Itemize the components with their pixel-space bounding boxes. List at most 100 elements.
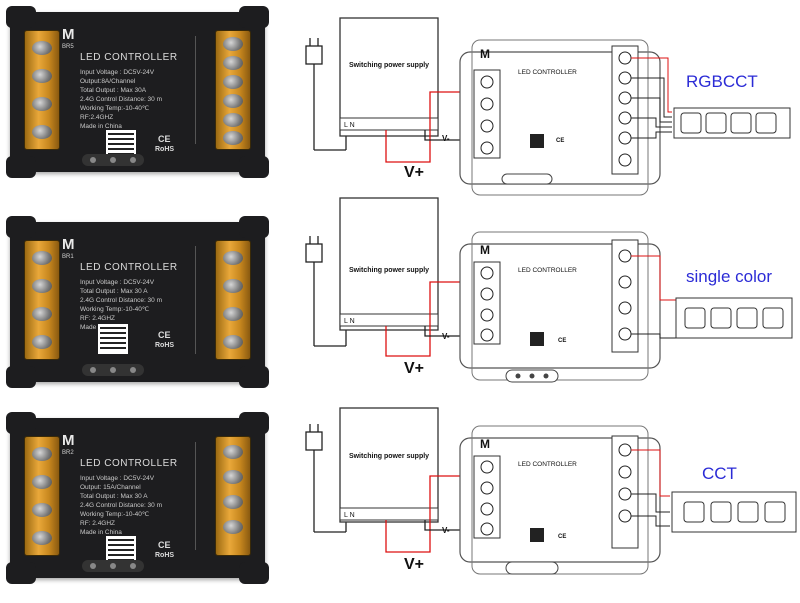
- power-supply-box: [339, 17, 439, 137]
- wiring-diagram-rgbcct: Switching power supply L N M LED CONTROL…: [305, 17, 791, 196]
- qr-code: [98, 324, 128, 354]
- vplus-label: V+: [404, 360, 425, 377]
- button-panel: [82, 154, 144, 166]
- rohs-mark: RoHS: [155, 146, 175, 153]
- output-wires: [631, 255, 676, 339]
- brand-logo: M: [62, 236, 75, 253]
- mount-ear: [239, 562, 269, 584]
- mount-ear: [239, 216, 269, 238]
- screw-icon: [32, 447, 52, 461]
- screw-icon: [223, 520, 243, 534]
- screw-icon: [223, 75, 243, 89]
- power-supply-box: [339, 197, 439, 331]
- product-title: LED CONTROLLER: [80, 52, 178, 63]
- mount-ear: [6, 562, 36, 584]
- output-terminal-block: [215, 30, 251, 150]
- spec-line: Input Voltage : DC5V-24V: [80, 69, 155, 76]
- mount-ear: [6, 216, 36, 238]
- diagram-label-single-color: single color: [686, 267, 772, 286]
- wiring-diagram-cct: Switching power supply L N M LED CONTROL…: [305, 407, 797, 575]
- button-icon: [110, 367, 116, 373]
- controller-diagram: M LED CONTROLLER CE: [459, 39, 661, 196]
- screw-icon: [32, 125, 52, 139]
- brand-logo: M: [480, 243, 490, 257]
- screw-icon: [223, 445, 243, 459]
- psu-ln-label: L N: [344, 512, 355, 519]
- controller-title: LED CONTROLLER: [518, 69, 577, 76]
- spec-list: Input Voltage : DC5V-24V Output: 15A/Cha…: [80, 474, 162, 537]
- spec-line: RF: 2.4GHZ: [80, 520, 116, 527]
- plug-icon: [305, 38, 347, 151]
- mount-ear: [6, 412, 36, 434]
- button-icon: [90, 157, 96, 163]
- screw-icon: [223, 495, 243, 509]
- divider: [195, 246, 196, 354]
- screw-icon: [32, 307, 52, 321]
- mount-ear: [6, 156, 36, 178]
- button-icon: [110, 563, 116, 569]
- wiring-diagram-single-color: Switching power supply L N M LED CONTROL…: [305, 197, 793, 383]
- button-icon: [130, 157, 136, 163]
- psu-terminal-strip: [339, 507, 439, 521]
- mount-ear: [6, 366, 36, 388]
- screw-icon: [223, 113, 243, 127]
- vminus-label: V-: [442, 526, 450, 535]
- product-title: LED CONTROLLER: [80, 262, 178, 273]
- power-supply-label: Switching power supply: [349, 267, 429, 274]
- button-icon: [130, 563, 136, 569]
- rohs-mark: RoHS: [155, 342, 175, 349]
- spec-line: Made in China: [80, 123, 122, 130]
- spec-list: Input Voltage : DC5V-24V Output:8A/Chann…: [80, 68, 162, 131]
- spec-line: 2.4G Control Distance: 30 m: [80, 96, 163, 103]
- diagram-label-cct: CCT: [702, 464, 737, 483]
- ce-mark: CE: [558, 338, 566, 344]
- output-terminal-block: [215, 436, 251, 556]
- led-strip: [673, 107, 791, 139]
- screw-icon: [223, 335, 243, 349]
- spec-line: RF:2.4GHZ: [80, 114, 114, 121]
- model-code: BR5: [62, 44, 74, 50]
- mount-ear: [239, 6, 269, 28]
- screw-icon: [223, 131, 243, 145]
- spec-line: Total Output : Max 30 A: [80, 288, 148, 295]
- input-terminal-block: [24, 240, 60, 360]
- screw-icon: [223, 56, 243, 70]
- spec-line: Output:8A/Channel: [80, 78, 136, 85]
- spec-line: Working Temp:-10-40℃: [80, 511, 150, 518]
- power-supply-label: Switching power supply: [349, 62, 429, 69]
- psu-terminal-strip: [339, 117, 439, 131]
- screw-icon: [223, 94, 243, 108]
- product-photo-single-color: M BR1 LED CONTROLLER Input Voltage : DC5…: [6, 216, 269, 388]
- brand-logo: M: [480, 437, 490, 451]
- spec-line: RF: 2.4GHZ: [80, 315, 116, 322]
- plug-icon: [305, 424, 347, 533]
- spec-line: Output: 15A/Channel: [80, 484, 141, 491]
- mount-ear: [6, 6, 36, 28]
- power-supply-box: [339, 407, 439, 523]
- screw-icon: [32, 503, 52, 517]
- controller-title: LED CONTROLLER: [518, 461, 577, 468]
- spec-line: 2.4G Control Distance: 30 m: [80, 502, 163, 509]
- led-strip: [675, 297, 793, 339]
- screw-icon: [32, 335, 52, 349]
- product-photo-cct: M BR2 LED CONTROLLER Input Voltage : DC5…: [6, 412, 269, 584]
- vplus-label: V+: [404, 556, 425, 573]
- model-code: BR1: [62, 254, 74, 260]
- spec-line: Made in China: [80, 529, 122, 536]
- button-icon: [90, 563, 96, 569]
- model-code: BR2: [62, 450, 74, 456]
- ce-mark: CE: [158, 330, 171, 340]
- mount-ear: [239, 412, 269, 434]
- output-terminal-block: [215, 240, 251, 360]
- psu-ln-label: L N: [344, 122, 355, 129]
- screw-icon: [223, 470, 243, 484]
- vminus-label: V-: [442, 134, 450, 143]
- spec-line: 2.4G Control Distance: 30 m: [80, 297, 163, 304]
- screw-icon: [32, 69, 52, 83]
- screw-icon: [32, 97, 52, 111]
- screw-icon: [223, 37, 243, 51]
- spec-line: Input Voltage : DC5V-24V: [80, 279, 155, 286]
- controller-diagram: M LED CONTROLLER CE: [459, 231, 661, 383]
- spec-line: Working Temp:-10-40℃: [80, 306, 150, 313]
